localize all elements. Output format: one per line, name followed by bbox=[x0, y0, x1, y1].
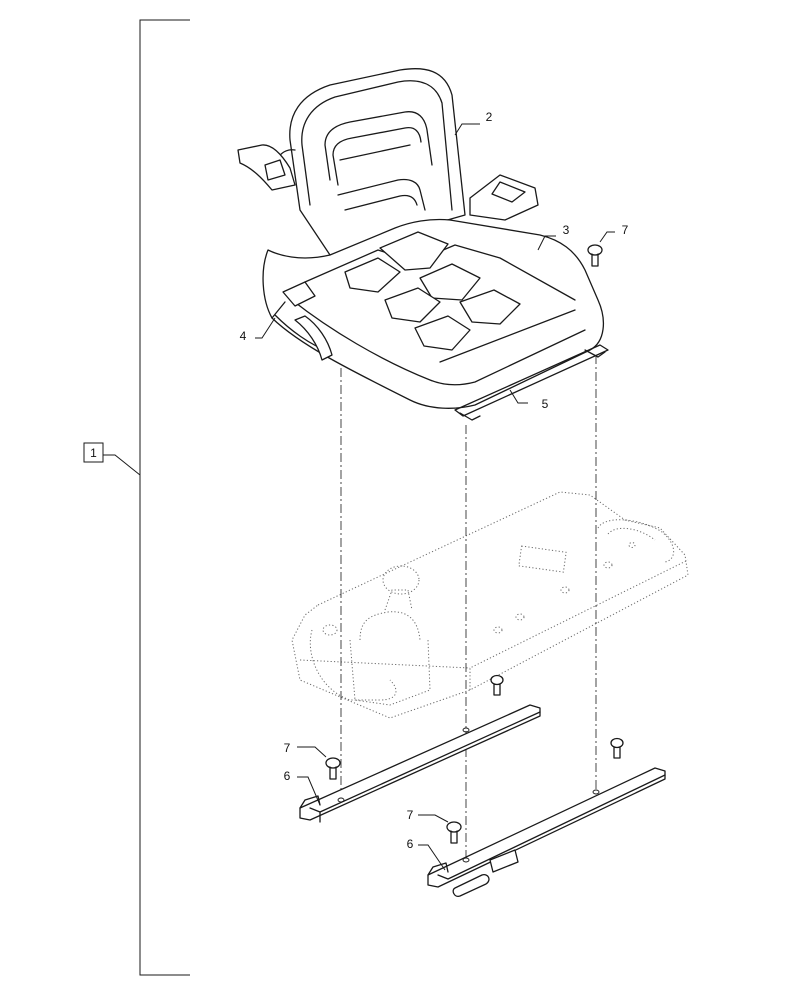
screw-right-upper bbox=[610, 737, 624, 759]
callout-4-label: 4 bbox=[240, 329, 247, 343]
callout-2[interactable]: 2 bbox=[454, 110, 493, 136]
callout-7-right-label: 7 bbox=[407, 808, 414, 822]
callout-7-left[interactable]: 7 bbox=[284, 741, 327, 758]
floor-plate bbox=[291, 491, 689, 719]
callout-7-top-label: 7 bbox=[622, 223, 629, 237]
slide-rail-left bbox=[299, 704, 541, 823]
screw-right bbox=[446, 821, 462, 844]
callout-1-box[interactable]: 1 bbox=[83, 442, 104, 463]
slide-rail-right bbox=[427, 767, 666, 897]
callout-3-label: 3 bbox=[563, 223, 570, 237]
callout-6-left-label: 6 bbox=[284, 769, 291, 783]
screw-left bbox=[325, 757, 341, 780]
rail-bracket bbox=[454, 344, 609, 421]
callout-3[interactable]: 3 bbox=[537, 223, 570, 251]
screw-middle bbox=[490, 674, 504, 696]
callout-6-right[interactable]: 6 bbox=[407, 837, 446, 871]
callout-4[interactable]: 4 bbox=[240, 317, 276, 343]
callout-6-right-label: 6 bbox=[407, 837, 414, 851]
seat-cushion bbox=[262, 218, 605, 409]
callout-6-left[interactable]: 6 bbox=[284, 769, 321, 806]
callout-7-top[interactable]: 7 bbox=[599, 223, 629, 243]
alignment-centerlines bbox=[340, 355, 597, 870]
seat-backrest bbox=[237, 68, 539, 256]
callout-5[interactable]: 5 bbox=[509, 389, 549, 411]
callout-5-label: 5 bbox=[542, 397, 549, 411]
callout-1-label: 1 bbox=[90, 446, 97, 460]
callout-7-right[interactable]: 7 bbox=[407, 808, 449, 823]
seat-belt bbox=[271, 281, 333, 361]
callout-7-left-label: 7 bbox=[284, 741, 291, 755]
assembly-bracket bbox=[103, 19, 190, 976]
callout-2-label: 2 bbox=[486, 110, 493, 124]
screw-top bbox=[587, 244, 603, 267]
